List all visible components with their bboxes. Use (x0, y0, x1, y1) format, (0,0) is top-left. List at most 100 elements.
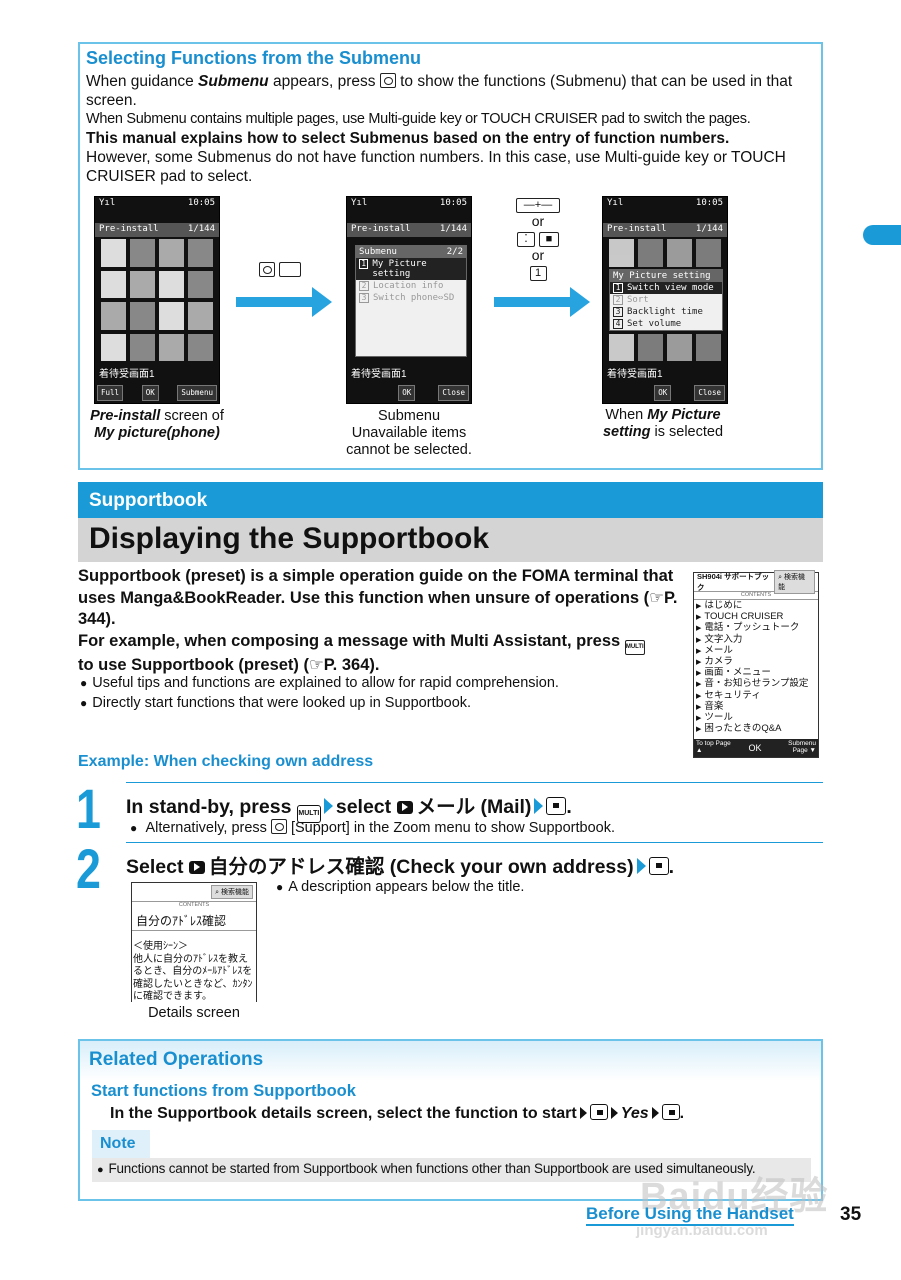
softkey-ok: OK (141, 385, 159, 401)
search-icon: ⌕ (215, 889, 220, 896)
submenu-paragraph-1: When guidance Submenu appears, press to … (86, 73, 793, 109)
related-operations: Related Operations Start functions from … (78, 1039, 823, 1201)
step-number: 2 (76, 837, 101, 900)
arrow-icon (323, 798, 333, 814)
contents-item[interactable]: TOUCH CRUISER (694, 611, 818, 622)
submenu-heading: Selecting Functions from the Submenu (86, 48, 422, 68)
contents-item[interactable]: メール (694, 645, 818, 656)
contents-item[interactable]: はじめに (694, 600, 818, 611)
softkey-to-top: To top Page ▲ (696, 740, 731, 754)
signal-icon: Yıl (351, 198, 368, 208)
arrow-right-icon (494, 287, 592, 317)
contents-item[interactable]: カメラ (694, 656, 818, 667)
chapter-tab (863, 225, 901, 245)
center-key-icon (589, 1104, 608, 1120)
contents-item[interactable]: 困ったときのQ&A (694, 723, 818, 734)
contents-item[interactable]: 音楽 (694, 701, 818, 712)
phone-title: Pre-install (99, 224, 159, 234)
status-time: 10:05 (187, 198, 215, 208)
watermark: Baidu经验 (640, 1176, 829, 1218)
softkey-icon (278, 262, 301, 277)
multi-guide-updown-icon: ⁚ (517, 231, 536, 247)
page-title: Displaying the Supportbook (78, 518, 823, 562)
center-key-icon (661, 1104, 680, 1120)
search-button[interactable]: ⌕ 検索機能 (211, 885, 253, 899)
divider (126, 782, 823, 783)
arrow-icon (610, 1107, 618, 1119)
reference-icon: ☞ (649, 588, 664, 607)
supportbook-bullets: Useful tips and functions are explained … (80, 674, 680, 713)
softkey-submenu: Submenu Page ▼ (788, 740, 816, 754)
camera-key-icon (379, 73, 396, 88)
step-1-note: Alternatively, press [Support] in the Zo… (130, 819, 615, 836)
search-button[interactable]: ⌕ 検索機能 (774, 570, 815, 594)
reference-link-p344[interactable]: P. 344 (78, 588, 678, 629)
submenu-paragraph-4: However, some Submenus do not have funct… (86, 149, 786, 185)
select-item-icon (396, 801, 413, 814)
details-title: 自分のｱﾄﾞﾚｽ確認 (132, 909, 256, 931)
keys-selection-options: —+— or ⁚ ■ or 1 (512, 196, 564, 281)
list-item: Useful tips and functions are explained … (80, 674, 680, 694)
arrow-icon (651, 1107, 659, 1119)
center-key-icon (546, 797, 567, 815)
reference-link-p364[interactable]: P. 364 (323, 655, 370, 674)
multi-key-icon: MULTI (624, 639, 645, 655)
reference-icon: ☞ (309, 655, 324, 674)
arrow-icon (579, 1107, 587, 1119)
camera-key-icon (259, 262, 275, 277)
phone-count: 1/144 (187, 224, 215, 234)
step-2-note: A description appears below the title. (276, 879, 524, 895)
submenu-section: Selecting Functions from the Submenu Whe… (78, 42, 823, 470)
step-2-instruction: Select 自分のアドレス確認 (Check your own address… (126, 856, 675, 878)
center-key-icon: ■ (538, 231, 559, 247)
contents-item[interactable]: 画面・メニュー (694, 667, 818, 678)
arrow-icon (636, 858, 646, 874)
submenu-paragraph-3: This manual explains how to select Subme… (86, 130, 730, 147)
number-key-one-icon: 1 (529, 265, 547, 281)
related-subheading: Start functions from Supportbook (91, 1082, 356, 1100)
details-screen: ⌕ 検索機能 CONTENTS 自分のｱﾄﾞﾚｽ確認 ＜使用ｼｰﾝ＞ 他人に自分… (131, 882, 257, 1002)
signal-icon: Yıl (99, 198, 116, 208)
camera-key-icon (270, 819, 287, 834)
chapter-footer-link[interactable]: Before Using the Handset (586, 1204, 794, 1226)
details-caption: Details screen (148, 1005, 240, 1021)
softkey-ok: OK (748, 743, 762, 753)
note-label: Note (92, 1130, 150, 1158)
list-item: Directly start functions that were looke… (80, 694, 680, 714)
keys-camera-softkey (259, 262, 301, 279)
divider (126, 842, 823, 843)
supportbook-contents-screen: SH904i サポートブック⌕ 検索機能 CONTENTS はじめに TOUCH… (693, 570, 819, 758)
contents-item[interactable]: 音・お知らせランプ設定 (694, 678, 818, 689)
details-body: ＜使用ｼｰﾝ＞ 他人に自分のｱﾄﾞﾚｽを教え るとき、自分のﾒｰﾙｱﾄﾞﾚｽを … (133, 941, 253, 1002)
thumbnail-grid (101, 239, 213, 361)
search-icon: ⌕ (778, 574, 783, 581)
arrow-right-icon (236, 287, 334, 317)
contents-item[interactable]: 文字入力 (694, 634, 818, 645)
softkey-close: Close (438, 385, 469, 401)
related-heading: Related Operations (89, 1049, 264, 1070)
arrow-icon (534, 798, 544, 814)
note-text: Functions cannot be started from Support… (92, 1158, 811, 1182)
contents-item[interactable]: 電話・プッシュトーク (694, 622, 818, 633)
page-number: 35 (840, 1204, 862, 1225)
submenu-paragraph-2: When Submenu contains multiple pages, us… (86, 111, 751, 127)
step-number: 1 (76, 777, 101, 840)
contents-item[interactable]: セキュリティ (694, 690, 818, 701)
contents-item[interactable]: ツール (694, 712, 818, 723)
example-heading: Example: When checking own address (78, 753, 374, 770)
